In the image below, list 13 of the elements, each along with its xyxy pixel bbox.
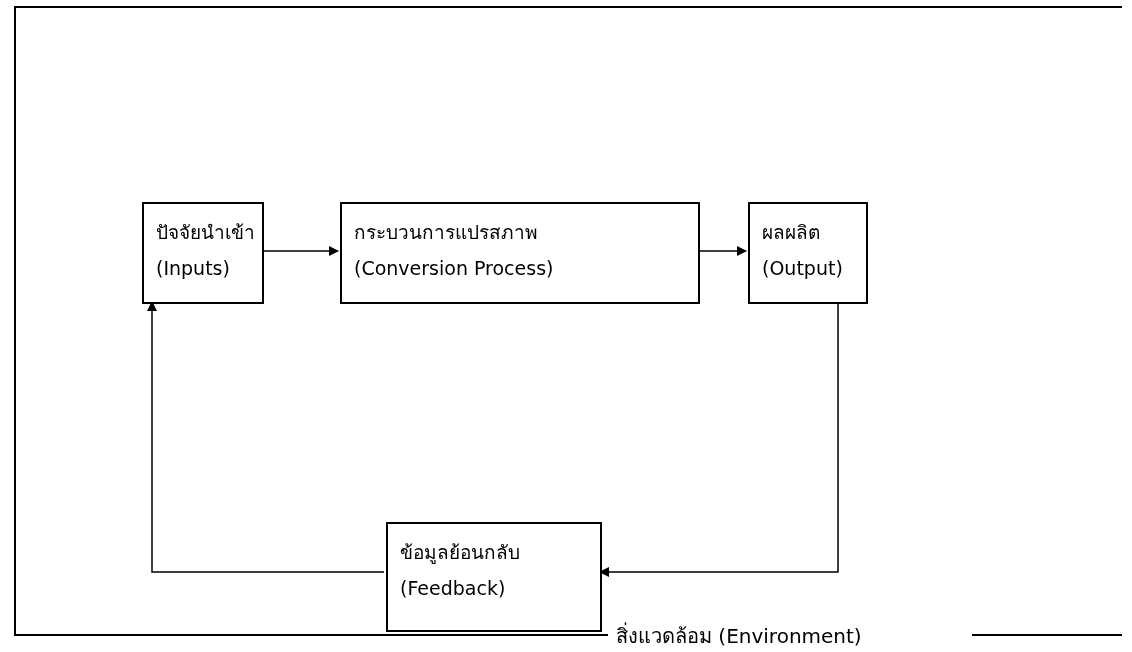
process-box <box>386 522 602 632</box>
english-label: (Conversion Process) <box>354 256 555 280</box>
thai-label: กระบวนการแปรสภาพ <box>354 220 539 244</box>
english-label: (Feedback) <box>400 576 507 600</box>
environment-label: สิ่งแวดล้อม (Environment) <box>608 624 972 648</box>
process-box <box>748 202 868 304</box>
thai-label: ผลผลิต <box>762 220 821 244</box>
english-label: (Output) <box>762 256 844 280</box>
process-box <box>142 202 264 304</box>
thai-label: ข้อมูลย้อนกลับ <box>400 540 521 564</box>
english-label: (Inputs) <box>156 256 231 280</box>
process-box <box>340 202 700 304</box>
thai-label: ปัจจัยนำเข้า <box>156 220 256 244</box>
